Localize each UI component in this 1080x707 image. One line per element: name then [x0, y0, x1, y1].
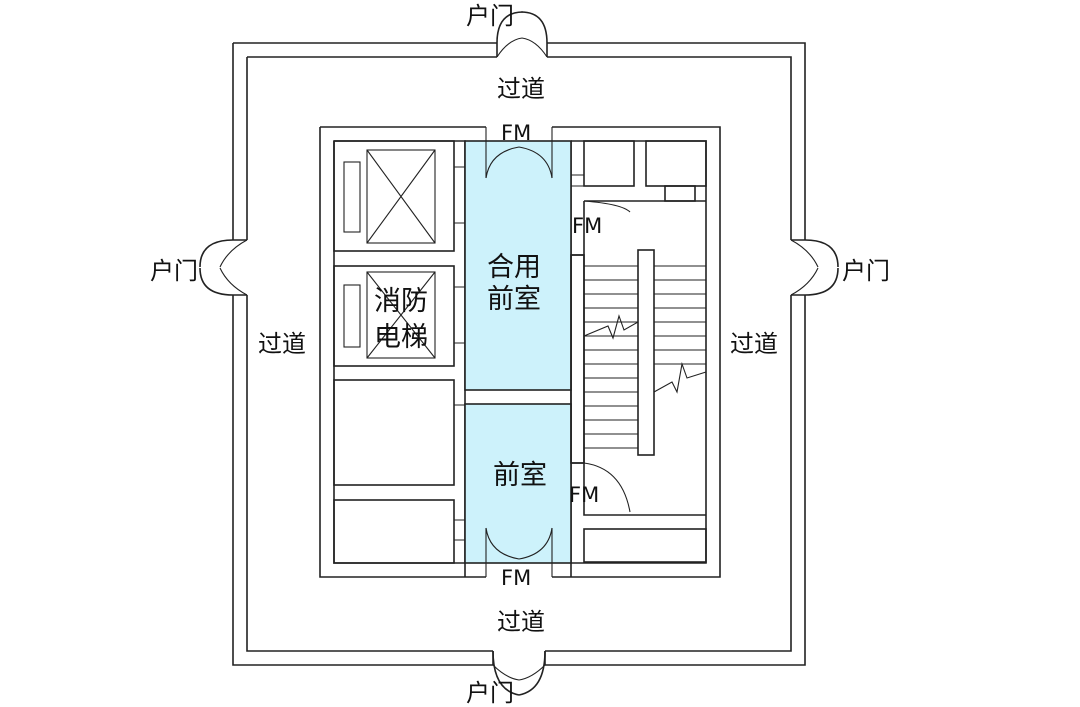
anteroom — [464, 403, 572, 564]
fm-stair-upper-label: FM — [572, 214, 602, 238]
corridor-right-label: 过道 — [730, 330, 778, 358]
fm-door-bottom — [485, 527, 553, 577]
fm-door-top — [485, 127, 553, 179]
fire-elevator — [333, 265, 465, 367]
door-top-label: 户门 — [466, 2, 514, 30]
door-bottom — [492, 650, 546, 696]
door-bottom-label: 户门 — [466, 679, 514, 707]
shafts — [571, 140, 707, 202]
room-left-3 — [333, 379, 455, 486]
room-right-bottom — [583, 528, 707, 563]
staircase — [570, 200, 707, 516]
fm-top-label: FM — [501, 121, 531, 145]
elevator-1 — [333, 140, 465, 252]
door-right — [790, 239, 839, 296]
corridor-left-label: 过道 — [258, 330, 306, 358]
fm-stair-lower-label: FM — [569, 483, 599, 507]
door-left — [199, 239, 248, 296]
door-top — [496, 11, 548, 58]
anteroom-label: 前室 — [493, 460, 547, 491]
corridor-bottom-label: 过道 — [497, 608, 545, 636]
door-left-label: 户门 — [150, 257, 198, 285]
fm-bottom-label: FM — [501, 566, 531, 590]
fire-elevator-label-1: 消防 — [374, 286, 428, 317]
corridor-top-label: 过道 — [497, 75, 545, 103]
fire-elevator-label-2: 电梯 — [374, 322, 428, 353]
room-left-4 — [333, 499, 455, 564]
shared-anteroom-label-1: 合用 — [487, 252, 541, 283]
door-right-label: 户门 — [842, 257, 890, 285]
shared-anteroom-label-2: 前室 — [487, 284, 541, 315]
